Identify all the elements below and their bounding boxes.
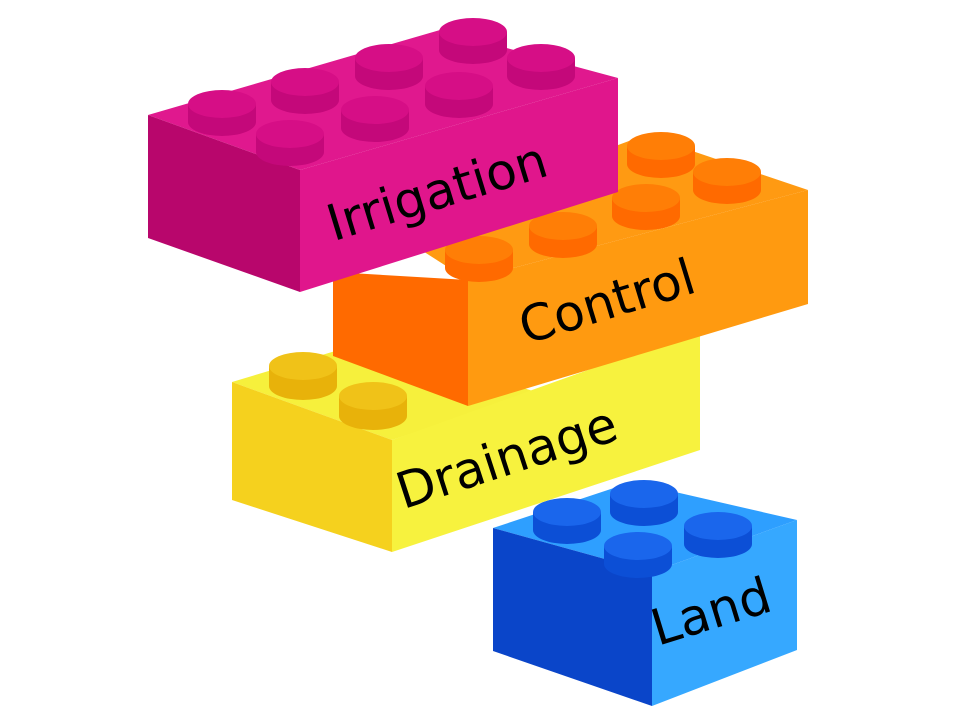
brick-control-stud — [612, 184, 680, 230]
brick-drainage-stud — [339, 382, 407, 430]
stud-top — [627, 132, 695, 160]
brick-irrigation-stud — [507, 44, 575, 90]
brick-irrigation-stud — [439, 18, 507, 64]
stud-top — [341, 96, 409, 124]
brick-land-stud — [604, 532, 672, 578]
brick-land-front — [652, 520, 797, 706]
brick-control-studs — [445, 132, 761, 282]
brick-land: Land — [493, 480, 797, 706]
brick-control-front — [468, 190, 808, 406]
stud-top — [693, 158, 761, 186]
stud-top — [507, 44, 575, 72]
brick-control-stud — [693, 158, 761, 204]
stud-top — [610, 480, 678, 508]
brick-irrigation-stud — [341, 96, 409, 142]
brick-control-side — [333, 272, 468, 406]
brick-irrigation: Irrigation — [148, 18, 618, 292]
stud-top — [439, 18, 507, 46]
brick-control: Control — [333, 132, 808, 406]
brick-control-stud — [529, 212, 597, 258]
brick-drainage-studs — [269, 352, 407, 430]
stud-top — [612, 184, 680, 212]
brick-irrigation-stud — [188, 90, 256, 136]
brick-drainage-side — [232, 382, 392, 552]
brick-land-stud — [533, 498, 601, 544]
stud-top — [529, 212, 597, 240]
stud-top — [271, 68, 339, 96]
brick-drainage-front — [392, 330, 700, 552]
stud-top — [355, 44, 423, 72]
brick-land-stud — [610, 480, 678, 526]
brick-irrigation-studs — [188, 18, 575, 166]
stud-top — [684, 512, 752, 540]
brick-irrigation-stud — [425, 72, 493, 118]
brick-irrigation-stud — [355, 44, 423, 90]
brick-control-stud — [445, 236, 513, 282]
brick-irrigation-front — [300, 78, 618, 292]
brick-control-stud — [627, 132, 695, 178]
stud-top — [269, 352, 337, 380]
stud-top — [339, 382, 407, 410]
brick-irrigation-stud — [256, 120, 324, 166]
stud-top — [445, 236, 513, 264]
brick-drainage-stud — [269, 352, 337, 400]
stud-top — [256, 120, 324, 148]
stud-top — [425, 72, 493, 100]
stud-top — [533, 498, 601, 526]
brick-land-stud — [684, 512, 752, 558]
brick-irrigation-stud — [271, 68, 339, 114]
stud-top — [604, 532, 672, 560]
brick-land-studs — [533, 480, 752, 578]
stud-top — [188, 90, 256, 118]
